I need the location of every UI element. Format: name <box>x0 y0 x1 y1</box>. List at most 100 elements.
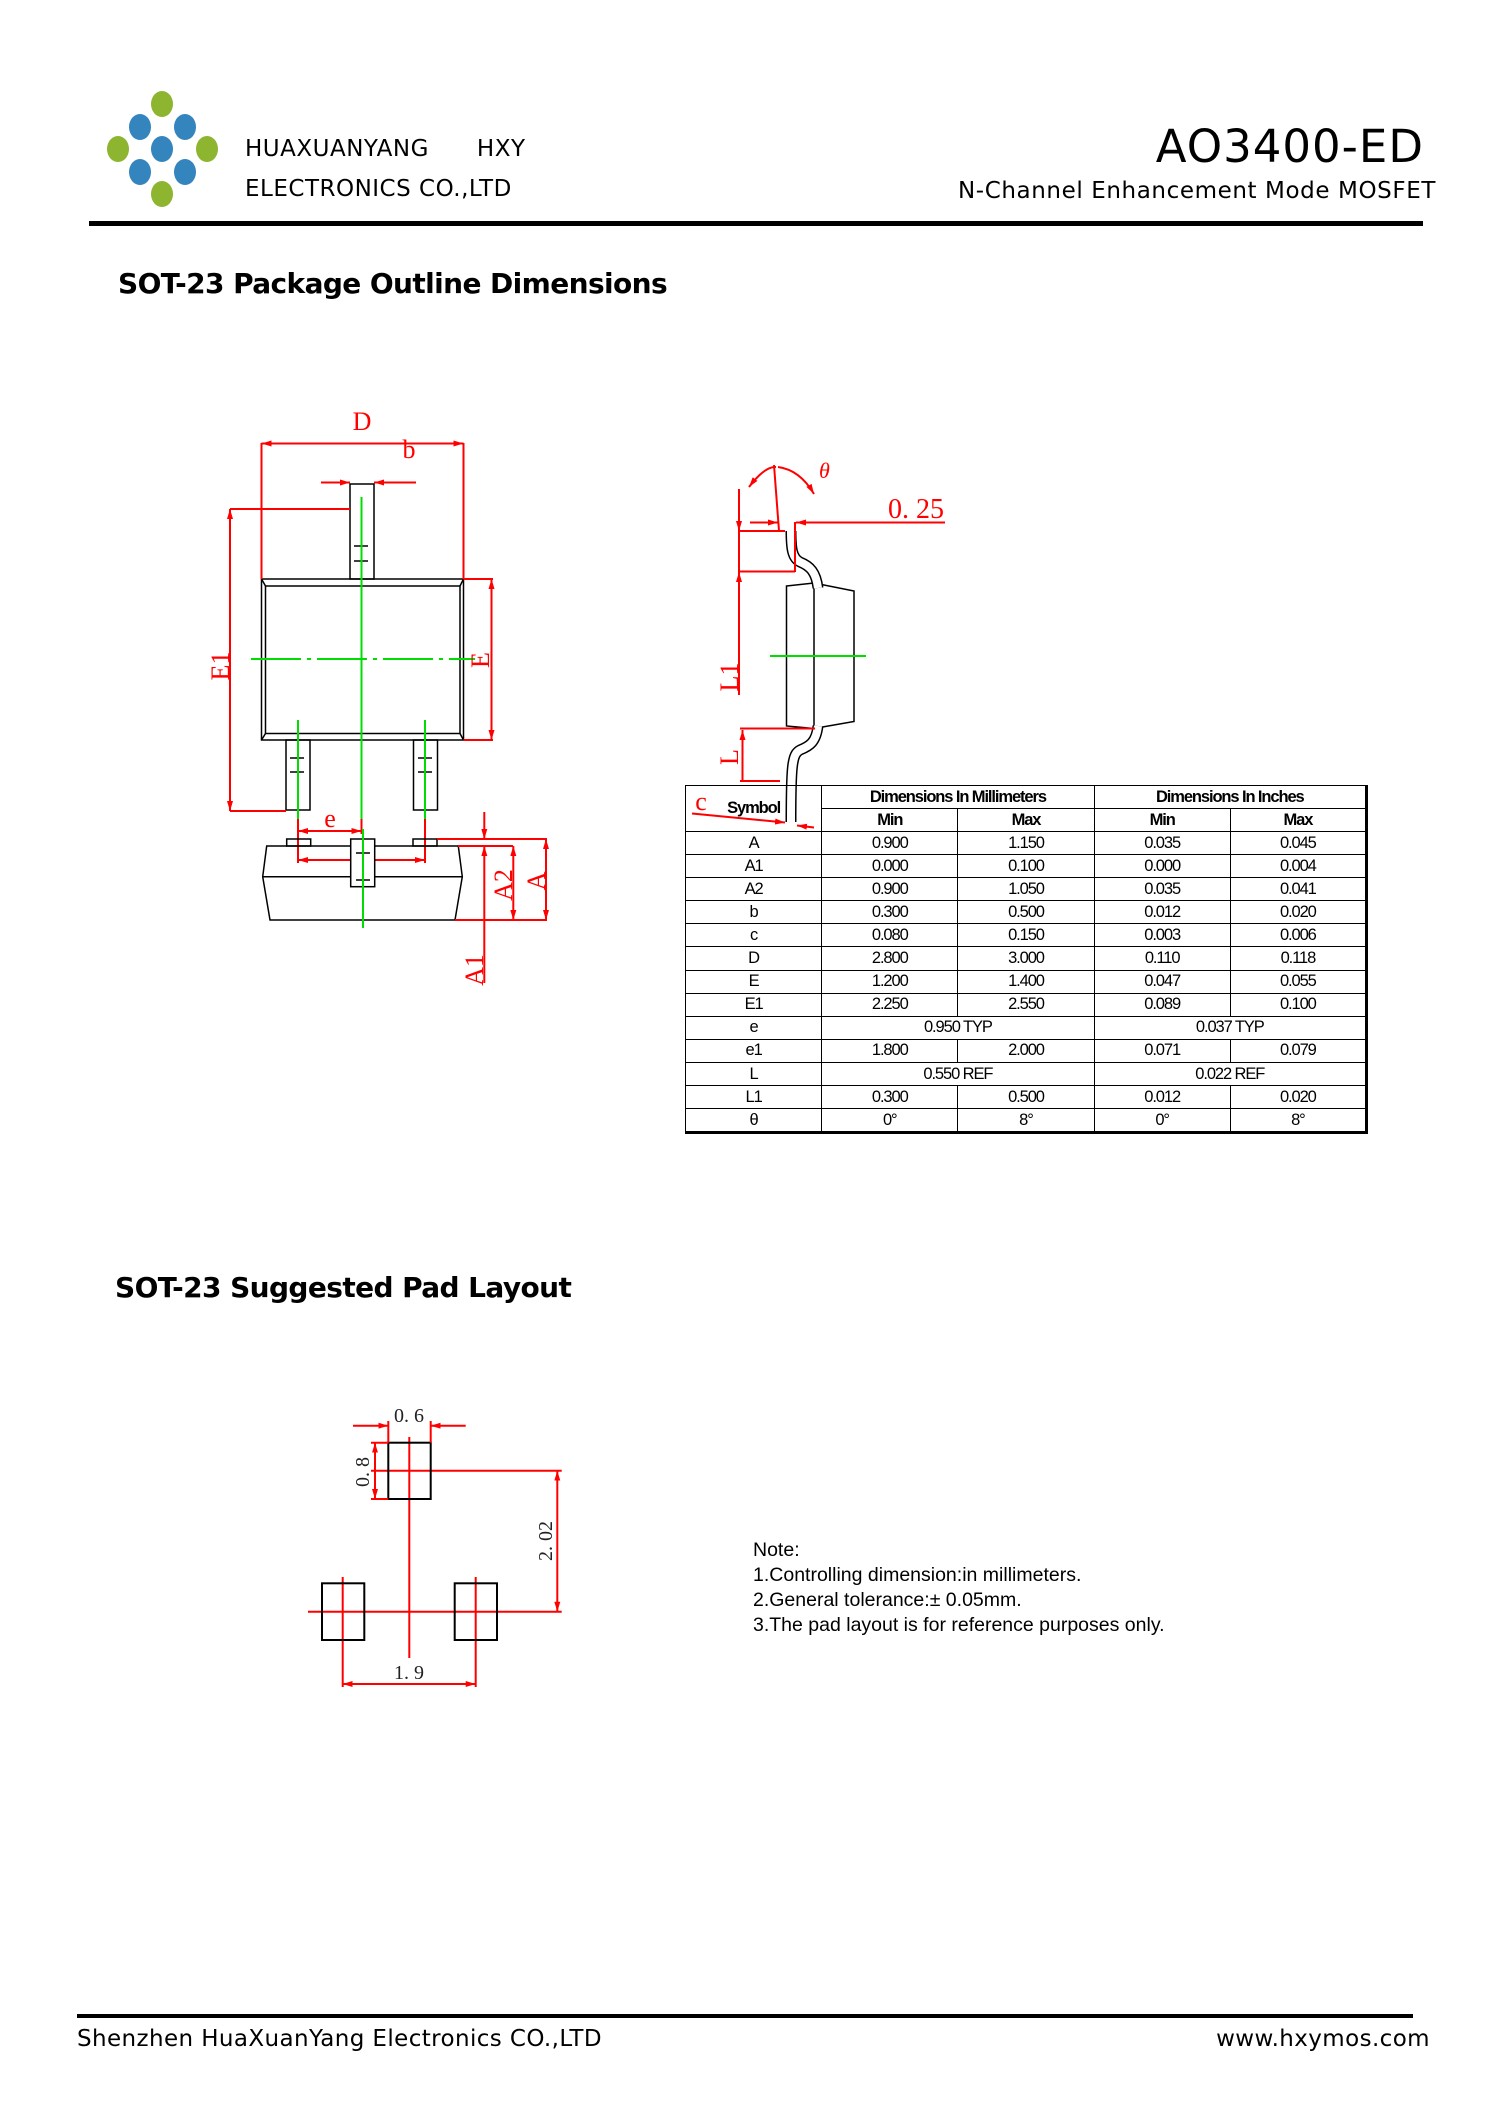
mm-min-cell: 0.080 <box>821 923 959 948</box>
header-mm-max: Max <box>957 808 1095 833</box>
in-typ-cell: 0.037 TYP <box>1093 1015 1368 1040</box>
mm-max-cell: 1.050 <box>957 877 1095 902</box>
mm-max-cell: 1.400 <box>957 969 1095 994</box>
mm-min-cell: 0.000 <box>821 854 959 879</box>
company-short-name: HXY <box>476 136 526 162</box>
dim-label-e: e <box>324 804 336 833</box>
mm-typ-cell: 0.950 TYP <box>821 1015 1095 1040</box>
mm-min-cell: 1.200 <box>821 969 959 994</box>
notes: Note: 1.Controlling dimension:in millime… <box>753 1538 1165 1638</box>
symbol-cell: L1 <box>684 1084 823 1109</box>
in-max-cell: 0.118 <box>1229 946 1368 971</box>
part-subtitle: N-Channel Enhancement Mode MOSFET <box>958 178 1436 204</box>
dim-label-L1: L1 <box>715 663 744 692</box>
dim-label-gauge-plane: 0. 25 <box>888 494 944 525</box>
dim-label-A: A <box>522 871 551 890</box>
mm-min-cell: 1.800 <box>821 1038 959 1063</box>
in-min-cell: 0.071 <box>1093 1038 1231 1063</box>
header-divider <box>89 221 1423 226</box>
top-view-dimensions <box>227 440 495 863</box>
note-heading: Note: <box>753 1539 800 1561</box>
footer-divider <box>77 2014 1413 2018</box>
in-min-cell: 0.035 <box>1093 831 1231 856</box>
in-min-cell: 0.047 <box>1093 969 1231 994</box>
mm-min-cell: 0.300 <box>821 900 959 925</box>
footer-website[interactable]: www.hxymos.com <box>1216 2026 1430 2052</box>
company-name-line2: ELECTRONICS CO.,LTD <box>245 176 512 202</box>
mm-max-cell: 0.150 <box>957 923 1095 948</box>
pads <box>321 1441 499 1642</box>
symbol-cell: L <box>684 1061 823 1086</box>
dim-label-theta: θ <box>819 458 830 483</box>
symbol-cell: c <box>684 923 823 948</box>
mm-min-cell: 0° <box>821 1107 959 1134</box>
in-max-cell: 0.006 <box>1229 923 1368 948</box>
header-symbol: Symbol <box>684 784 823 833</box>
dimensions-table: Symbol Dimensions In Millimeters Dimensi… <box>684 784 1368 1134</box>
pad-layout: 0. 6 0. 8 2. 02 1. 9 <box>308 1405 562 1687</box>
pad-width-label: 0. 6 <box>394 1405 424 1427</box>
mm-min-cell: 0.300 <box>821 1084 959 1109</box>
front-view: A2 A A1 <box>261 812 551 986</box>
in-max-cell: 0.020 <box>1229 1084 1368 1109</box>
in-max-cell: 8° <box>1229 1107 1368 1134</box>
in-min-cell: 0.000 <box>1093 854 1231 879</box>
mm-min-cell: 0.900 <box>821 877 959 902</box>
symbol-cell: D <box>684 946 823 971</box>
in-min-cell: 0.012 <box>1093 900 1231 925</box>
dim-label-E: E <box>466 652 495 668</box>
symbol-cell: θ <box>684 1107 823 1134</box>
mm-max-cell: 0.100 <box>957 854 1095 879</box>
symbol-cell: E <box>684 969 823 994</box>
company-name-line1: HUAXUANYANG <box>245 136 429 162</box>
pad-layout-centerlines <box>308 1437 562 1687</box>
dim-label-b: b <box>403 435 416 464</box>
symbol-cell: E1 <box>684 992 823 1017</box>
in-max-cell: 0.055 <box>1229 969 1368 994</box>
table-header-row: Symbol Dimensions In Millimeters Dimensi… <box>684 784 1368 833</box>
mm-max-cell: 1.150 <box>957 831 1095 856</box>
mm-typ-cell: 0.550 REF <box>821 1061 1095 1086</box>
dim-label-D: D <box>353 407 372 436</box>
side-view: θ 0. 25 L1 L c <box>691 458 945 830</box>
front-view-dimensions <box>437 812 549 983</box>
mm-min-cell: 2.250 <box>821 992 959 1017</box>
in-max-cell: 0.100 <box>1229 992 1368 1017</box>
symbol-cell: A2 <box>684 877 823 902</box>
pad-top <box>387 1441 432 1500</box>
pad-vertical-spacing-label: 2. 02 <box>535 1521 557 1561</box>
note-item: 3.The pad layout is for reference purpos… <box>753 1614 1165 1636</box>
in-max-cell: 0.004 <box>1229 854 1368 879</box>
symbol-cell: A <box>684 831 823 856</box>
pad-bottom-right <box>453 1582 499 1642</box>
pad-pitch-label: 1. 9 <box>394 1662 424 1684</box>
header-in-min: Min <box>1093 808 1231 833</box>
in-max-cell: 0.020 <box>1229 900 1368 925</box>
symbol-cell: e <box>684 1015 823 1040</box>
mm-min-cell: 0.900 <box>821 831 959 856</box>
header-in-max: Max <box>1229 808 1368 833</box>
in-max-cell: 0.045 <box>1229 831 1368 856</box>
dim-label-L: L <box>715 749 744 765</box>
section-title-outline: SOT-23 Package Outline Dimensions <box>118 267 668 300</box>
mm-max-cell: 8° <box>957 1107 1095 1134</box>
header-mm: Dimensions In Millimeters <box>821 784 1095 810</box>
table-subheader-row: Min Max Min Max <box>686 808 1368 833</box>
in-min-cell: 0° <box>1093 1107 1231 1134</box>
mm-max-cell: 2.550 <box>957 992 1095 1017</box>
top-view: D b E1 E e e1 <box>206 407 495 863</box>
dim-label-A2: A2 <box>489 869 518 901</box>
mm-max-cell: 0.500 <box>957 900 1095 925</box>
pad-height-label: 0. 8 <box>352 1457 374 1487</box>
symbol-cell: b <box>684 900 823 925</box>
mm-min-cell: 2.800 <box>821 946 959 971</box>
